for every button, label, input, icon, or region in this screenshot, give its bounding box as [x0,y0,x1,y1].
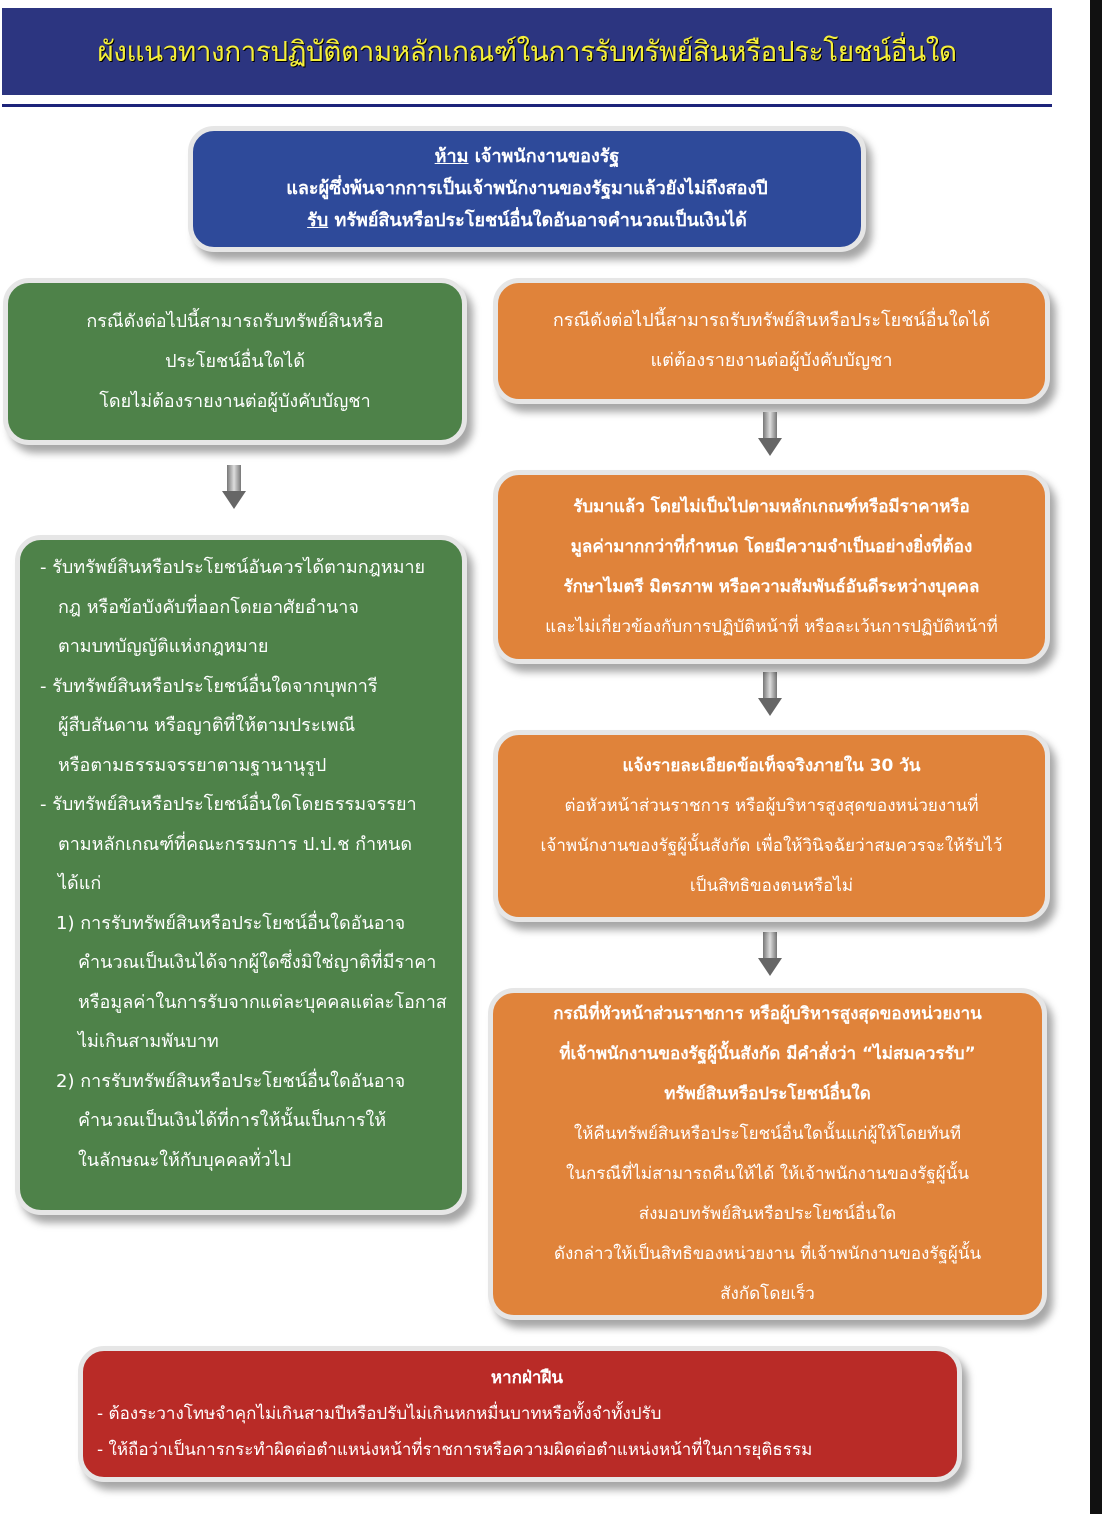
prohibition-object: ทรัพย์สินหรือประโยชน์อื่นใดอันอาจคำนวณเป… [328,210,747,231]
prohibition-box: ห้าม เจ้าพนักงานของรัฐ และผู้ซึ่งพ้นจากก… [188,126,866,252]
box-line: กรณีดังต่อไปนี้สามารถรับทรัพย์สินหรือประ… [552,310,991,331]
prohibition-line-3: รับ ทรัพย์สินหรือประโยชน์อื่นใดอันอาจคำน… [193,205,861,237]
page-title: ผังแนวทางการปฏิบัติตามหลักเกณฑ์ในการรับท… [2,8,1052,95]
box-line: ให้คืนทรัพย์สินหรือประโยชน์อื่นใดนั้นแก่… [573,1124,962,1144]
box-line-bold: ที่เจ้าพนักงานของรัฐผู้นั้นสังกัด มีคำสั… [559,1044,976,1064]
box-line-bold: มูลค่ามากกว่าที่กำหนด โดยมีความจำเป็นอย่… [570,537,973,557]
sub-item-cont: คำนวณเป็นเงินได้จากผู้ใดซึ่งมิใช่ญาติที่… [78,952,437,973]
list-item-cont: หรือตามธรรมจรรยาตามฐานานุรูป [58,754,327,776]
list-item: - รับทรัพย์สินหรือประโยชน์อันควรได้ตามกฎ… [40,557,426,578]
list-item: - รับทรัพย์สินหรือประโยชน์อื่นใดจากบุพกา… [40,675,378,697]
list-item-cont: ตามหลักเกณฑ์ที่คณะกรรมการ ป.ป.ช กำหนด [58,833,413,855]
prohibit-word: ห้าม [434,146,469,167]
arrow-down-icon [758,932,782,978]
box-line: ส่งมอบทรัพย์สินหรือประโยชน์อื่นใด [638,1204,897,1224]
box-line-bold: แจ้งรายละเอียดข้อเท็จจริงภายใน 30 วัน [622,756,921,776]
box-line-bold: รักษาไมตรี มิตรภาพ หรือความสัมพันธ์อันดี… [563,577,980,597]
receive-word: รับ [307,210,329,231]
box-line: และไม่เกี่ยวข้องกับการปฏิบัติหน้าที่ หรื… [545,617,998,637]
sub-item: 1) การรับทรัพย์สินหรือประโยชน์อื่นใดอันอ… [56,912,406,934]
sub-item-cont: ในลักษณะให้กับบุคคลทั่วไป [78,1149,292,1171]
list-item-cont: ได้แก่ [58,873,102,894]
sub-item-cont: คำนวณเป็นเงินได้ที่การให้นั้นเป็นการให้ [78,1110,387,1131]
report-30-days-box: แจ้งรายละเอียดข้อเท็จจริงภายใน 30 วัน ต่… [493,730,1050,922]
sub-item-cont: ไม่เกินสามพันบาท [78,1031,219,1052]
list-item: - รับทรัพย์สินหรือประโยชน์อื่นใดโดยธรรมจ… [40,794,417,815]
penalty-heading: หากฝ่าฝืน [490,1368,564,1388]
arrow-down-icon [758,412,782,458]
prohibition-line-2: และผู้ซึ่งพ้นจากการเป็นเจ้าพนักงานของรัฐ… [286,178,768,199]
list-item-cont: กฎ หรือข้อบังคับที่ออกโดยอาศัยอำนาจ [58,596,359,618]
box-line: เป็นสิทธิของตนหรือไม่ [689,876,854,896]
received-exceeding-box: รับมาแล้ว โดยไม่เป็นไปตามหลักเกณฑ์หรือมี… [493,470,1050,664]
box-line-bold: กรณีที่หัวหน้าส่วนราชการ หรือผู้บริหารสู… [553,1004,982,1024]
sub-item: 2) การรับทรัพย์สินหรือประโยชน์อื่นใดอันอ… [56,1070,406,1092]
box-line: ในกรณีที่ไม่สามารถคืนให้ได้ ให้เจ้าพนักง… [566,1164,969,1184]
not-appropriate-box: กรณีที่หัวหน้าส่วนราชการ หรือผู้บริหารสู… [488,988,1047,1320]
sub-item-cont: หรือมูลค่าในการรับจากแต่ละบุคคลแต่ละโอกา… [78,991,447,1013]
list-item-cont: ผู้สืบสันดาน หรือญาติที่ให้ตามประเพณี [58,715,356,736]
penalty-item: - ให้ถือว่าเป็นการกระทำผิดต่อตำแหน่งหน้า… [97,1440,813,1460]
title-divider [2,104,1052,107]
box-line-bold: รับมาแล้ว โดยไม่เป็นไปตามหลักเกณฑ์หรือมี… [573,497,970,517]
box-line: ดังกล่าวให้เป็นสิทธิของหน่วยงาน ที่เจ้าพ… [553,1244,982,1264]
box-line: เจ้าพนักงานของรัฐผู้นั้นสังกัด เพื่อให้ว… [540,836,1003,856]
list-item-cont: ตามบทบัญญัติแห่งกฎหมาย [58,636,269,657]
box-line: กรณีดังต่อไปนี้สามารถรับทรัพย์สินหรือ [86,310,384,332]
box-line: โดยไม่ต้องรายงานต่อผู้บังคับบัญชา [99,390,371,412]
allowed-cases-list: - รับทรัพย์สินหรือประโยชน์อันควรได้ตามกฎ… [15,535,467,1215]
report-header-box: กรณีดังต่อไปนี้สามารถรับทรัพย์สินหรือประ… [493,278,1050,404]
arrow-down-icon [222,465,246,511]
box-line-bold: ทรัพย์สินหรือประโยชน์อื่นใด [664,1084,871,1104]
prohibition-subject: เจ้าพนักงานของรัฐ [468,146,620,167]
prohibition-line-1: ห้าม เจ้าพนักงานของรัฐ [193,141,861,173]
box-line: แต่ต้องรายงานต่อผู้บังคับบัญชา [650,350,893,371]
penalty-item: - ต้องระวางโทษจำคุกไม่เกินสามปีหรือปรับไ… [97,1404,662,1424]
penalty-box: หากฝ่าฝืน - ต้องระวางโทษจำคุกไม่เกินสามป… [78,1346,962,1482]
box-line: ประโยชน์อื่นใดได้ [165,350,305,372]
box-line: สังกัดโดยเร็ว [720,1284,815,1304]
box-line: ต่อหัวหน้าส่วนราชการ หรือผู้บริหารสูงสุด… [564,796,979,816]
no-report-header-box: กรณีดังต่อไปนี้สามารถรับทรัพย์สินหรือ ปร… [3,278,467,445]
arrow-down-icon [758,672,782,718]
right-edge-strip [1090,0,1102,1514]
